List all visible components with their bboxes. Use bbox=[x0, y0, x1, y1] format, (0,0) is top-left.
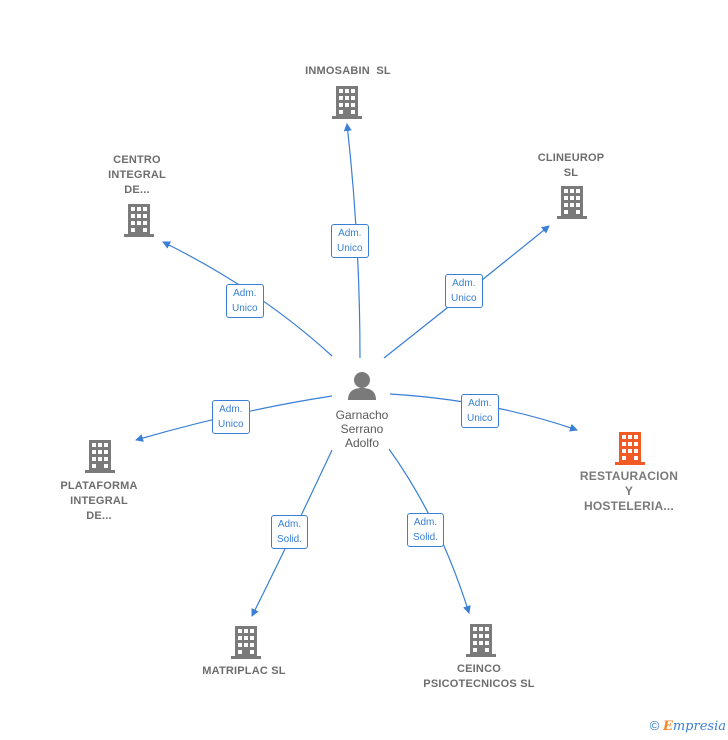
relation-text: Unico bbox=[451, 293, 477, 304]
company-label-line: DE... bbox=[124, 184, 150, 196]
relation-text: Solid. bbox=[277, 534, 303, 545]
relation-badge-clineurop: Adm. Unico bbox=[445, 274, 483, 308]
center-name-line-3: Adolfo bbox=[344, 436, 380, 450]
person-icon bbox=[348, 372, 376, 400]
company-label-line: PLATAFORMA bbox=[60, 480, 138, 492]
company-label-line: HOSTELERIA... bbox=[584, 499, 674, 513]
building-icon-ceinco[interactable] bbox=[466, 624, 496, 657]
company-label-line: CENTRO bbox=[113, 154, 161, 166]
company-label-line: INTEGRAL bbox=[70, 495, 128, 507]
relation-text: Unico bbox=[218, 419, 244, 430]
company-label-line: RESTAURACION bbox=[579, 469, 679, 483]
center-name-line-1: Garnacho bbox=[335, 408, 389, 422]
relation-text: Adm. bbox=[468, 398, 492, 409]
relation-text: Adm. bbox=[277, 519, 302, 530]
relation-badge-restauracion-hosteleria: Adm. Unico bbox=[461, 394, 499, 428]
center-name-line-2: Serrano bbox=[340, 422, 384, 436]
brand-name: mpresia bbox=[672, 719, 726, 734]
relation-badge-plataforma-integral: Adm. Unico bbox=[212, 400, 250, 434]
building-icon-matriplac[interactable] bbox=[231, 626, 261, 659]
company-label-centro-integral[interactable]: CENTRO INTEGRAL DE... bbox=[97, 153, 177, 198]
building-icon-centro-integral[interactable] bbox=[124, 204, 154, 237]
company-label-ceinco[interactable]: CEINCO PSICOTECNICOS SL bbox=[420, 662, 538, 692]
relation-text: Unico bbox=[232, 303, 258, 314]
company-label-line: MATRIPLAC SL bbox=[202, 665, 286, 677]
company-label-inmosabin[interactable]: INMOSABIN SL bbox=[298, 64, 398, 79]
company-label-line: DE... bbox=[86, 510, 112, 522]
relation-text: Adm. bbox=[452, 278, 476, 289]
edges-layer bbox=[135, 123, 578, 617]
company-label-line: SL bbox=[563, 167, 579, 179]
footer-brand: © Empresia bbox=[650, 718, 726, 734]
company-label-line: PSICOTECNICOS SL bbox=[423, 678, 535, 690]
brand-initial: E bbox=[662, 719, 673, 734]
company-label-line: INMOSABIN SL bbox=[305, 65, 391, 77]
relation-badge-matriplac: Adm. Solid. bbox=[271, 515, 309, 549]
copyright-symbol: © bbox=[649, 718, 660, 733]
relation-text: Unico bbox=[467, 413, 493, 424]
company-label-line: Y bbox=[624, 484, 634, 498]
company-label-line: CLINEUROP bbox=[537, 152, 605, 164]
building-icon-plataforma-integral[interactable] bbox=[85, 440, 115, 473]
company-label-line: INTEGRAL bbox=[108, 169, 166, 181]
relation-text: Adm. bbox=[219, 404, 243, 415]
building-icon-restauracion-hosteleria[interactable] bbox=[615, 432, 645, 465]
center-person-name: Garnacho Serrano Adolfo bbox=[322, 408, 402, 450]
company-label-matriplac[interactable]: MATRIPLAC SL bbox=[194, 664, 294, 679]
company-label-clineurop[interactable]: CLINEUROP SL bbox=[531, 151, 611, 181]
company-label-line: CEINCO bbox=[457, 663, 501, 675]
relation-badge-centro-integral: Adm. Unico bbox=[226, 284, 264, 318]
building-icon-clineurop[interactable] bbox=[557, 186, 587, 219]
relation-badge-ceinco: Adm. Solid. bbox=[407, 513, 445, 547]
relation-badge-inmosabin: Adm. Unico bbox=[331, 224, 369, 258]
relation-text: Unico bbox=[337, 243, 363, 254]
building-icon-inmosabin[interactable] bbox=[332, 86, 362, 119]
relation-text: Adm. bbox=[413, 517, 438, 528]
company-label-plataforma-integral[interactable]: PLATAFORMA INTEGRAL DE... bbox=[50, 479, 148, 524]
relation-text: Adm. bbox=[338, 228, 362, 239]
relation-text: Solid. bbox=[413, 532, 439, 543]
relation-text: Adm. bbox=[233, 288, 257, 299]
